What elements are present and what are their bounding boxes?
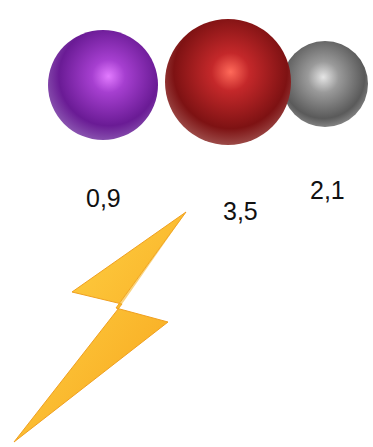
value-label: 2,1 <box>310 178 345 203</box>
grey-sphere <box>282 41 368 127</box>
value-label: 0,9 <box>86 186 121 211</box>
purple-sphere <box>48 30 158 140</box>
value-label: 3,5 <box>223 199 258 224</box>
lightning-bolt <box>14 212 186 442</box>
bolt-shade <box>116 212 186 308</box>
red-sphere <box>165 19 291 145</box>
